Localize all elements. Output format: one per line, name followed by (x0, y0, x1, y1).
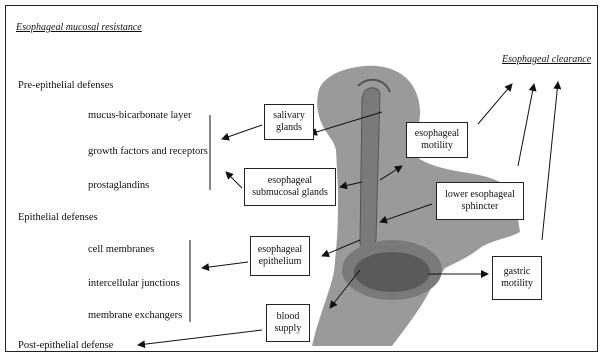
arrow-gastric-to-clearance (542, 82, 558, 240)
lower-esophageal-sphincter-box: lower esophageal sphincter (436, 182, 524, 220)
epithelial-heading: Epithelial defenses (18, 212, 98, 224)
stomach-inner (354, 252, 430, 292)
epithelial-item: intercellular junctions (88, 278, 180, 290)
esophageal-motility-box: esophageal motility (406, 122, 468, 158)
gastric-motility-box: gastric motility (492, 256, 542, 300)
arrow-sphincter-to-clearance (518, 84, 534, 166)
epithelial-item: membrane exchangers (88, 310, 182, 322)
epithelial-item: cell membranes (88, 244, 154, 256)
pre-epithelial-heading: Pre-epithelial defenses (18, 80, 113, 92)
esophageal-epithelium-box: esophageal epithelium (250, 236, 310, 276)
pre-epithelial-item: growth factors and receptors (88, 146, 208, 158)
pre-epithelial-item: mucus-bicarbonate layer (88, 110, 192, 122)
arrow-blood-to-post (138, 330, 262, 345)
arrow-epithelium-to-epi (202, 262, 248, 268)
post-epithelial-heading: Post-epithelial defense (18, 340, 113, 352)
clearance-title: Esophageal clearance (502, 54, 591, 66)
pre-epithelial-item: prostaglandins (88, 180, 149, 192)
mucosal-resistance-title: Esophageal mucosal resistance (16, 22, 142, 34)
arrow-submucosal-to-pre (226, 172, 242, 188)
arrow-salivary-to-pre (222, 125, 262, 139)
salivary-glands-box: salivary glands (264, 104, 314, 140)
arrow-motility-to-clearance (478, 84, 512, 124)
submucosal-glands-box: esophageal submucosal glands (244, 168, 336, 206)
blood-supply-box: blood supply (266, 304, 310, 342)
